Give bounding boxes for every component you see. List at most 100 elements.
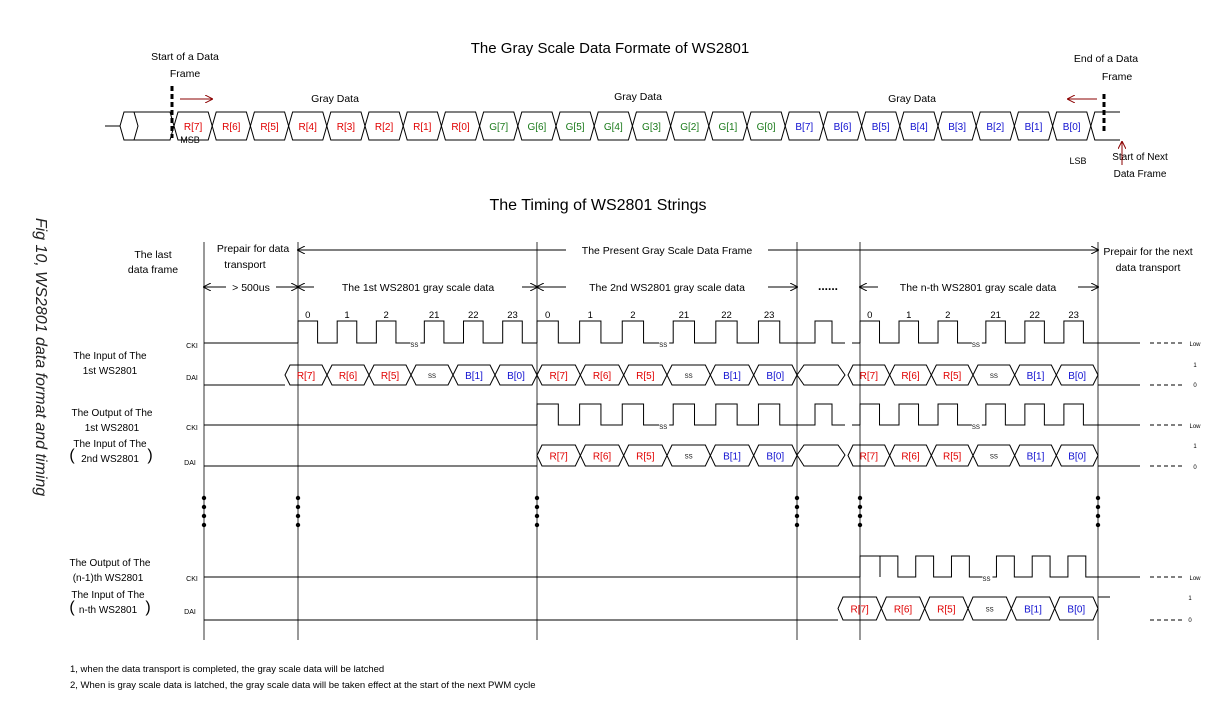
break-mark: SS xyxy=(982,577,990,583)
bit-label: R[7] xyxy=(184,122,203,133)
bit-label: B[0] xyxy=(1063,122,1081,133)
next-frame-label: Data Frame xyxy=(1114,169,1167,180)
prepare-data-label: transport xyxy=(224,259,266,271)
ellipsis-dot xyxy=(857,495,863,501)
level-zero-label: 0 xyxy=(1193,465,1197,471)
nth-gray-label: The n-th WS2801 gray scale data xyxy=(900,282,1057,294)
break-mark: SS xyxy=(410,343,418,349)
data-bit-label: B[0] xyxy=(1068,371,1086,382)
data-bit-label: B[0] xyxy=(507,371,525,382)
data-bit-label: R[5] xyxy=(937,605,956,616)
last-frame-label: data frame xyxy=(128,264,178,276)
label-bg xyxy=(566,242,768,258)
data-bit-label: R[5] xyxy=(381,371,400,382)
bit-label: G[4] xyxy=(604,122,623,133)
ellipsis-dot xyxy=(794,504,800,510)
bit-label: G[2] xyxy=(680,122,699,133)
bit-label: B[5] xyxy=(872,122,890,133)
bit-label: B[3] xyxy=(948,122,966,133)
level-low-label: Low xyxy=(1189,424,1201,430)
gray-data-label: Gray Data xyxy=(888,93,936,105)
break-mark: SS xyxy=(990,455,998,461)
data-cell xyxy=(1054,596,1099,621)
row3-label: n-th WS2801 xyxy=(79,605,138,616)
pin-dai-label: DAI xyxy=(186,375,198,382)
break-mark: SS xyxy=(659,343,667,349)
clock-row2-b xyxy=(536,403,797,426)
label-bg xyxy=(566,279,768,293)
data-bit-label: B[1] xyxy=(465,371,483,382)
end-frame-label: Frame xyxy=(1102,71,1132,83)
bit-label: R[5] xyxy=(260,122,279,133)
row2-label: 1st WS2801 xyxy=(85,423,140,434)
bit-label: B[1] xyxy=(1025,122,1043,133)
row2-label: The Input of The xyxy=(73,439,147,450)
last-frame-label: The last xyxy=(134,249,171,261)
bit-label: G[7] xyxy=(489,122,508,133)
clock-number: 0 xyxy=(545,310,550,321)
bit-label: B[6] xyxy=(834,122,852,133)
ellipsis-dot xyxy=(534,495,540,501)
bracket-left: ( xyxy=(69,447,75,464)
row3-label: The Output of The xyxy=(70,558,151,569)
clock-number: 23 xyxy=(764,310,775,321)
data-bit-label: R[5] xyxy=(636,452,655,463)
label-bg xyxy=(226,279,276,293)
clock-number: 22 xyxy=(1029,310,1040,321)
ellipsis-dot xyxy=(794,513,800,519)
ellipsis-dot xyxy=(295,522,301,528)
ellipsis-dot xyxy=(295,495,301,501)
ellipsis-dot xyxy=(794,522,800,528)
clock-row2-c xyxy=(859,403,1098,426)
row2-label: The Output of The xyxy=(72,408,153,419)
clock-number: 2 xyxy=(384,310,389,321)
clock-number: 1 xyxy=(588,310,593,321)
clock-number: 2 xyxy=(630,310,635,321)
first-gray-label: The 1st WS2801 gray scale data xyxy=(342,282,494,294)
clock-number: 21 xyxy=(990,310,1001,321)
data-bit-label: B[0] xyxy=(1068,452,1086,463)
pin-cki-label: CKI xyxy=(186,576,198,583)
bit-label: G[0] xyxy=(757,122,776,133)
bit-label: R[3] xyxy=(337,122,356,133)
side-caption: Fig 10, WS2801 data format and timing xyxy=(32,217,49,497)
clock-row1-c xyxy=(859,320,1098,344)
clock-number: 0 xyxy=(305,310,310,321)
bit-label: R[0] xyxy=(451,122,470,133)
ellipsis-dot xyxy=(201,504,207,510)
ellipsis-dot xyxy=(201,513,207,519)
level-zero-label: 0 xyxy=(1193,383,1197,389)
lsb-label: LSB xyxy=(1069,156,1086,166)
timing-title: The Timing of WS2801 Strings xyxy=(490,197,707,214)
data-bit-label: R[6] xyxy=(593,452,612,463)
clock-number: 1 xyxy=(906,310,911,321)
break-mark: SS xyxy=(972,343,980,349)
next-frame-label: Start of Next xyxy=(1112,152,1168,163)
ellipsis-dot xyxy=(794,495,800,501)
data-bit-label: R[5] xyxy=(636,371,655,382)
clock-number: 21 xyxy=(679,310,690,321)
data-cell xyxy=(1055,444,1099,467)
data-bit-label: R[7] xyxy=(549,452,568,463)
gray-data-label: Gray Data xyxy=(614,91,662,103)
bit-label: G[6] xyxy=(527,122,546,133)
data-bit-label: B[0] xyxy=(766,371,784,382)
row3-label: The Input of The xyxy=(71,590,145,601)
ellipsis-dot xyxy=(295,513,301,519)
ellipsis-dot xyxy=(534,522,540,528)
bit-label: R[2] xyxy=(375,122,394,133)
prepare-next-label: data transport xyxy=(1116,262,1181,274)
data-bit-label: B[0] xyxy=(1067,605,1085,616)
data-bit-label: R[7] xyxy=(549,371,568,382)
data-bit-label: B[1] xyxy=(723,371,741,382)
bit-label: G[5] xyxy=(566,122,585,133)
clock-row2-gap xyxy=(797,403,860,426)
clock-row1-b xyxy=(536,320,797,344)
start-frame-label: Frame xyxy=(170,68,200,80)
clock-row3-lead xyxy=(859,555,881,577)
bit-label: B[7] xyxy=(795,122,813,133)
data-bit-label: R[6] xyxy=(593,371,612,382)
clock-number: 21 xyxy=(429,310,440,321)
bracket-right: ) xyxy=(145,599,150,616)
